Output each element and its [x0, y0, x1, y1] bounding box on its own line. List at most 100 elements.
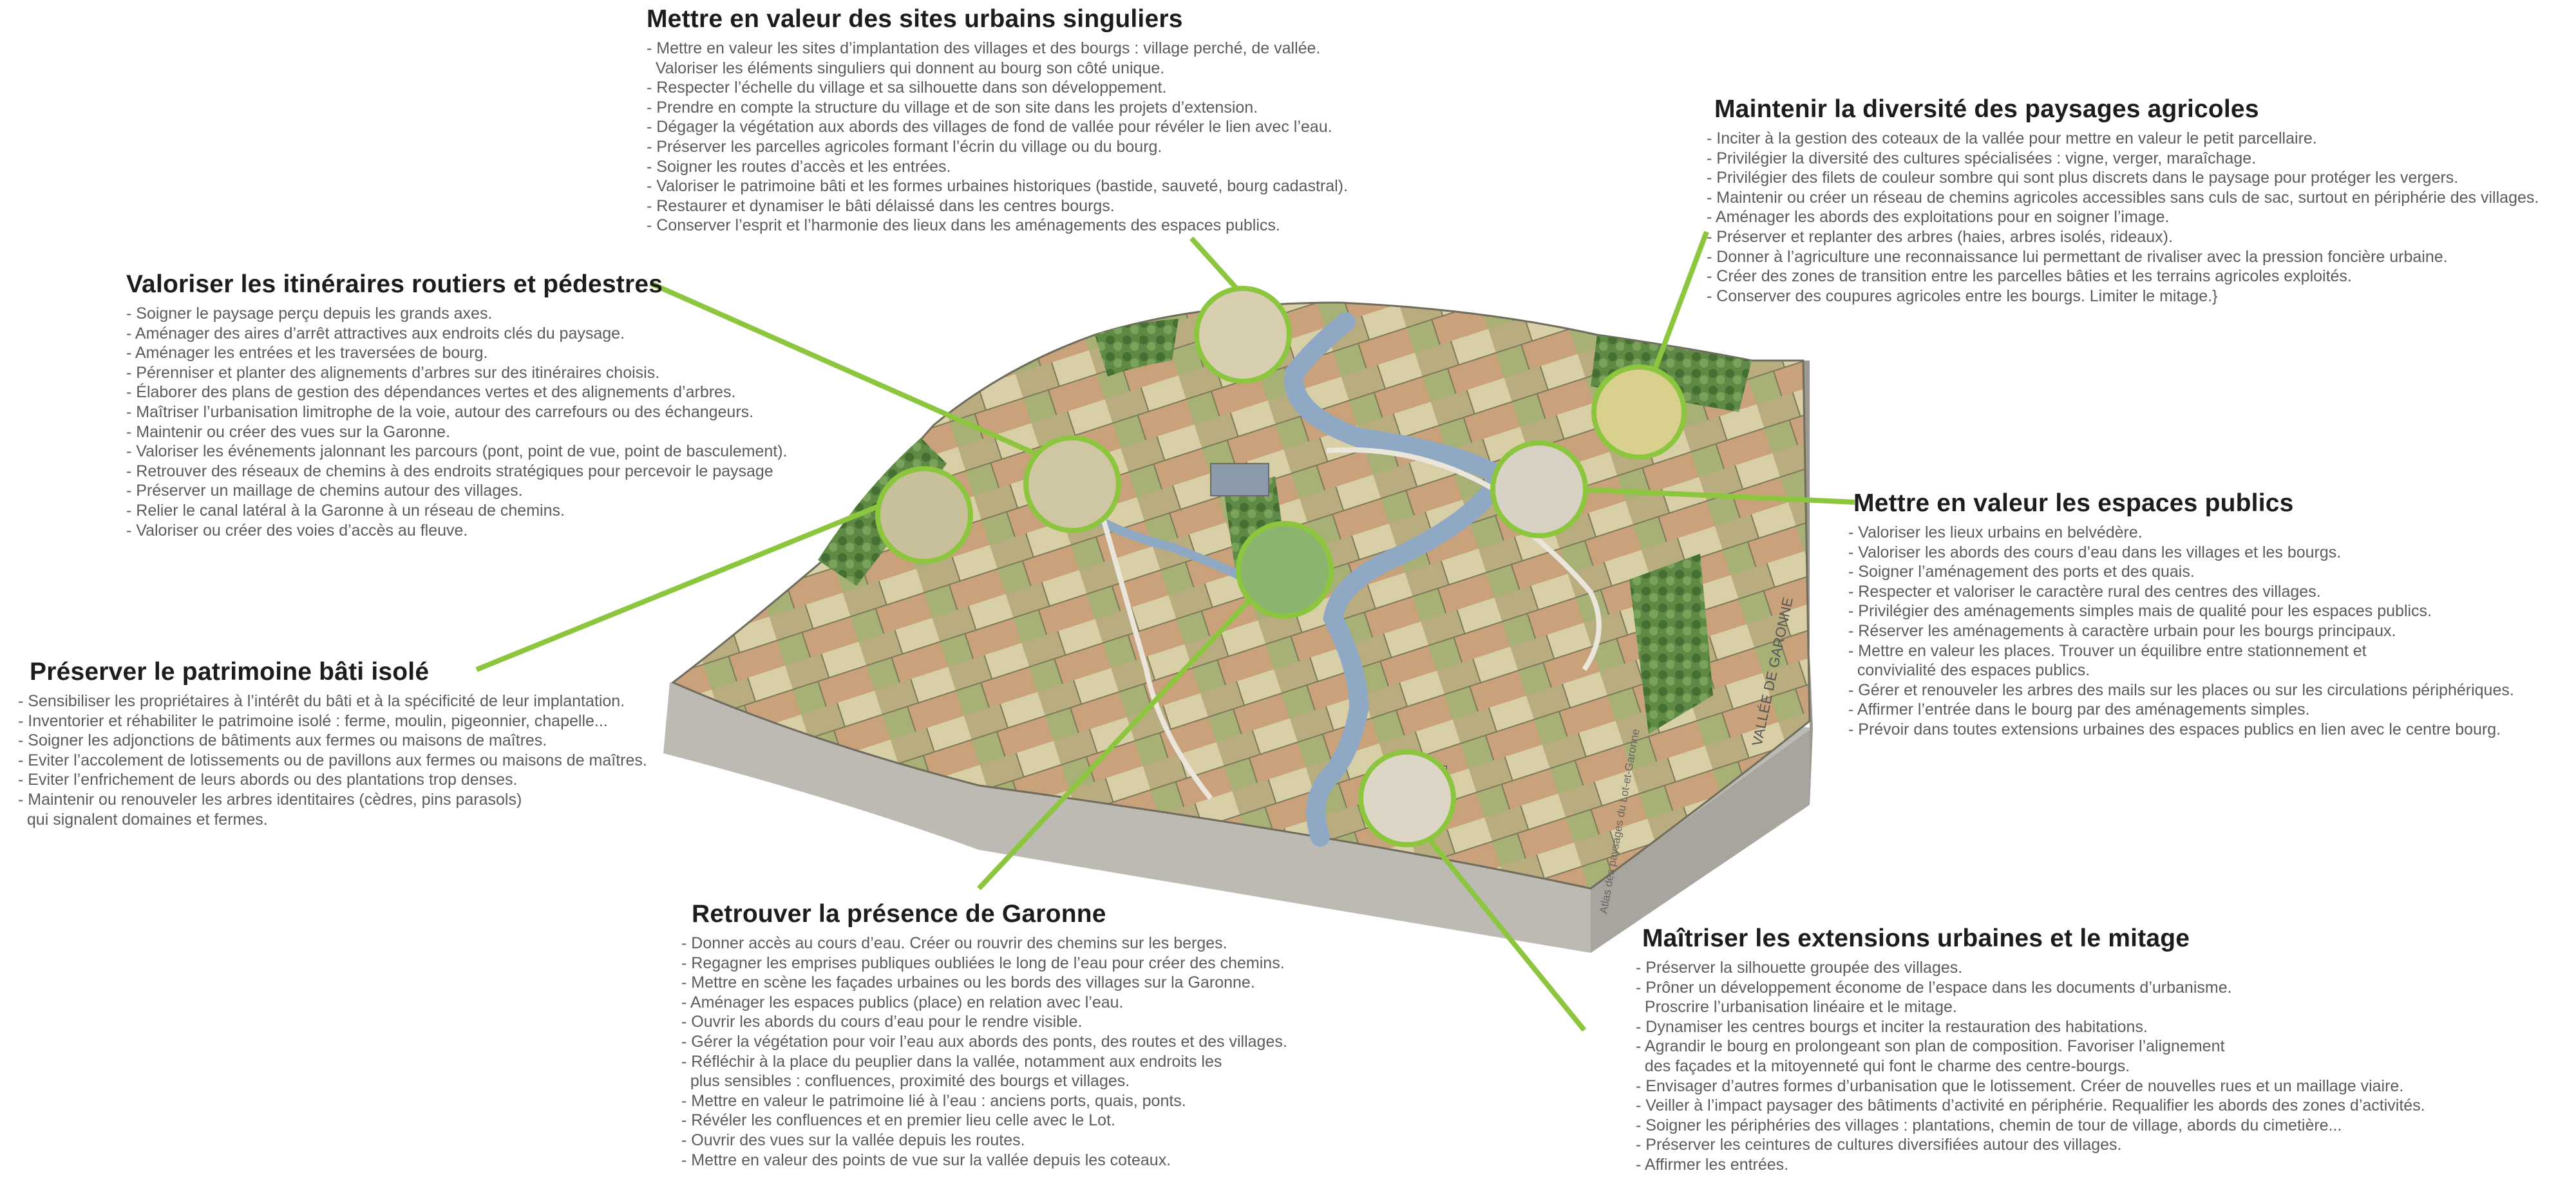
list-item: - Regagner les emprises publiques oublié…: [681, 954, 1285, 972]
list-item: - Mettre en valeur les places. Trouver u…: [1848, 641, 2367, 660]
list-item: - Soigner le paysage perçu depuis les gr…: [126, 305, 493, 323]
list-item: - Envisager d’autres formes d’urbanisati…: [1636, 1076, 2404, 1095]
list-item: - Restaurer et dynamiser le bâti délaiss…: [647, 196, 1115, 215]
list-item: - Agrandir le bourg en prolongeant son p…: [1636, 1037, 2225, 1056]
list-item: - Donner à l’agriculture une reconnaissa…: [1707, 247, 2448, 266]
list-item: - Aménager les entrées et les traversées…: [126, 344, 488, 362]
list-item: - Prôner un développement économe de l’e…: [1636, 978, 2232, 997]
list-item: - Gérer la végétation pour voir l’eau au…: [681, 1032, 1287, 1051]
zoom-circle-garonne: [1236, 521, 1334, 619]
list-item: - Valoriser les abords des cours d’eau d…: [1848, 543, 2342, 561]
block-title: Mettre en valeur des sites urbains singu…: [647, 5, 1183, 33]
zoom-circles: [875, 286, 1687, 847]
list-item: - Réserver les aménagements à caractère …: [1848, 621, 2396, 640]
list-item: Valoriser les éléments singuliers qui do…: [647, 59, 1165, 77]
list-item: - Mettre en scène les façades urbaines o…: [681, 973, 1255, 992]
list-item: - Préserver un maillage de chemins autou…: [126, 482, 523, 500]
list-item: - Valoriser les événements jalonnant les…: [126, 442, 788, 461]
block-title: Mettre en valeur les espaces publics: [1853, 489, 2294, 517]
block-espaces-publics: Mettre en valeur les espaces publics - V…: [1848, 489, 2514, 740]
block-extensions-urbaines: Maîtriser les extensions urbaines et le …: [1636, 925, 2425, 1175]
list-item: - Soigner les routes d’accès et les entr…: [647, 157, 951, 176]
list-item: - Soigner les adjonctions de bâtiments a…: [18, 731, 547, 750]
list-item: - Affirmer les entrées.: [1636, 1155, 1789, 1174]
list-item: - Privilégier la diversité des cultures …: [1707, 149, 2257, 167]
block-list: - Mettre en valeur les sites d’implantat…: [647, 39, 1348, 236]
list-item: - Conserver l’esprit et l’harmonie des l…: [647, 216, 1280, 235]
list-item: - Donner accès au cours d’eau. Créer ou …: [681, 934, 1227, 952]
block-itineraires: Valoriser les itinéraires routiers et pé…: [126, 270, 788, 540]
list-item: - Soigner l’aménagement des ports et des…: [1848, 563, 2195, 581]
block-presence-garonne: Retrouver la présence de Garonne - Donne…: [681, 900, 1287, 1170]
list-item: convivialité des espaces publics.: [1848, 661, 2090, 680]
zoom-circle-itineraires: [1023, 435, 1121, 533]
list-item: - Gérer et renouveler les arbres des mai…: [1848, 681, 2514, 699]
zoom-circle-agricoles: [1591, 364, 1687, 460]
zoom-circle-extensions: [1358, 749, 1456, 847]
list-item: - Préserver les parcelles agricoles form…: [647, 137, 1162, 156]
block-patrimoine-isole: Préserver le patrimoine bâti isolé - Sen…: [18, 658, 647, 829]
block-list: - Valoriser les lieux urbains en belvédè…: [1848, 523, 2514, 740]
list-item: - Mettre en valeur les sites d’implantat…: [647, 39, 1321, 57]
list-item: - Réfléchir à la place du peuplier dans …: [681, 1052, 1222, 1071]
list-item: - Eviter l’enfrichement de leurs abords …: [18, 771, 518, 789]
list-item: - Valoriser les lieux urbains en belvédè…: [1848, 523, 2143, 541]
block-title: Valoriser les itinéraires routiers et pé…: [126, 270, 663, 298]
block-sites-urbains: Mettre en valeur des sites urbains singu…: [647, 5, 1348, 236]
list-item: - Aménager des aires d’arrêt attractives…: [126, 324, 625, 343]
garonne-river: [1284, 312, 1513, 847]
block-list: - Sensibiliser les propriétaires à l’int…: [18, 691, 647, 829]
block-list: - Préserver la silhouette groupée des vi…: [1636, 958, 2425, 1175]
list-item: - Maintenir ou créer un réseau de chemin…: [1707, 188, 2539, 207]
list-item: - Valoriser ou créer des voies d’accès a…: [126, 521, 468, 540]
zoom-circle-sites: [1194, 286, 1292, 384]
block-list: - Donner accès au cours d’eau. Créer ou …: [681, 934, 1287, 1170]
zoom-circle-patrimoine: [875, 466, 973, 564]
list-item: - Eviter l’accolement de lotissements ou…: [18, 751, 647, 769]
list-item: - Inventorier et réhabiliter le patrimoi…: [18, 711, 608, 730]
list-item: - Aménager les abords des exploitations …: [1707, 208, 2170, 227]
list-item: - Affirmer l’entrée dans le bourg par de…: [1848, 700, 2310, 719]
list-item: - Maintenir ou renouveler les arbres ide…: [18, 790, 522, 809]
list-item: Proscrire l’urbanisation linéaire et le …: [1636, 998, 1957, 1017]
list-item: - Préserver les ceintures de cultures di…: [1636, 1136, 2122, 1154]
list-item: - Élaborer des plans de gestion des dépe…: [126, 383, 736, 402]
list-item: - Ouvrir des vues sur la vallée depuis l…: [681, 1131, 1025, 1149]
list-item: - Valoriser le patrimoine bâti et les fo…: [647, 177, 1348, 196]
list-item: - Créer des zones de transition entre le…: [1707, 267, 2352, 286]
list-item: - Privilégier des aménagements simples m…: [1848, 602, 2432, 621]
list-item: - Retrouver des réseaux de chemins à des…: [126, 462, 773, 480]
list-item: qui signalent domaines et fermes.: [18, 810, 268, 829]
block-title: Maintenir la diversité des paysages agri…: [1714, 95, 2259, 123]
zoom-circle-publics: [1490, 440, 1588, 538]
block-list: - Inciter à la gestion des coteaux de la…: [1707, 129, 2539, 306]
list-item: - Dynamiser les centres bourgs et incite…: [1636, 1017, 2148, 1036]
leader-lines: [475, 230, 1855, 1032]
list-item: - Maîtriser l’urbanisation limitrophe de…: [126, 402, 754, 421]
list-item: - Privilégier des filets de couleur somb…: [1707, 169, 2459, 187]
list-item: - Veiller à l’impact paysager des bâtime…: [1636, 1096, 2425, 1115]
block-list: - Soigner le paysage perçu depuis les gr…: [126, 304, 788, 540]
list-item: - Respecter et valoriser le caractère ru…: [1848, 582, 2321, 601]
list-item: - Dégager la végétation aux abords des v…: [647, 118, 1332, 136]
block-title: Préserver le patrimoine bâti isolé: [30, 658, 430, 686]
list-item: - Révéler les confluences et en premier …: [681, 1111, 1115, 1130]
list-item: - Mettre en valeur le patrimoine lié à l…: [681, 1091, 1186, 1110]
list-item: - Inciter à la gestion des coteaux de la…: [1707, 129, 2317, 147]
list-item: - Maintenir ou créer des vues sur la Gar…: [126, 422, 451, 441]
list-item: plus sensibles : confluences, proximité …: [681, 1072, 1130, 1091]
list-item: - Conserver des coupures agricoles entre…: [1707, 287, 2218, 305]
list-item: - Mettre en valeur des points de vue sur…: [681, 1151, 1171, 1169]
block-paysages-agricoles: Maintenir la diversité des paysages agri…: [1707, 95, 2539, 306]
list-item: - Préserver la silhouette groupée des vi…: [1636, 959, 1963, 977]
list-item: - Prendre en compte la structure du vill…: [647, 98, 1258, 117]
list-item: - Soigner les périphéries des villages :…: [1636, 1116, 2342, 1134]
list-item: - Préserver et replanter des arbres (hai…: [1707, 227, 2173, 246]
list-item: - Sensibiliser les propriétaires à l’int…: [18, 692, 625, 710]
list-item: - Relier le canal latéral à la Garonne à…: [126, 501, 565, 520]
list-item: des façades et la mitoyenneté qui font l…: [1636, 1057, 2130, 1075]
list-item: - Pérenniser et planter des alignements …: [126, 363, 660, 382]
block-title: Retrouver la présence de Garonne: [692, 900, 1106, 928]
list-item: - Aménager les espaces publics (place) e…: [681, 993, 1124, 1011]
